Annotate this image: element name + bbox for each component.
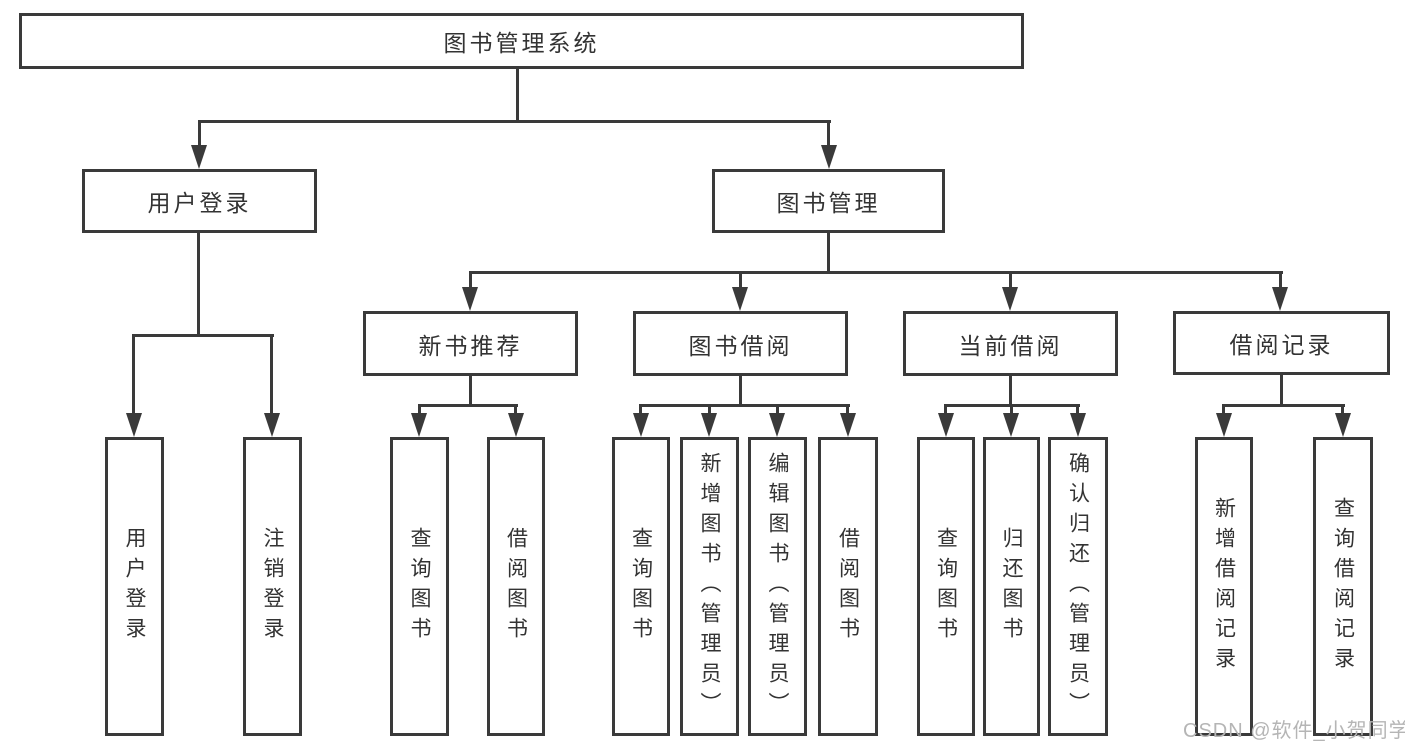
node-book-management: 图书管理: [712, 169, 945, 233]
leaf-edit-books-admin: 编辑图书（管理员）: [748, 437, 807, 736]
leaf-logout-label: 注销登录: [261, 526, 284, 647]
connector-line: [132, 334, 135, 415]
arrow-down-icon: [1003, 413, 1019, 437]
connector-line: [198, 120, 201, 147]
connector-line: [1341, 404, 1344, 415]
connector-line: [1010, 404, 1013, 415]
arrow-down-icon: [938, 413, 954, 437]
connector-line: [197, 233, 200, 337]
connector-line: [469, 375, 472, 406]
connector-line: [132, 334, 274, 337]
leaf-add-borrow-record: 新增借阅记录: [1195, 437, 1253, 736]
leaf-query-books-recommend-label: 查询图书: [408, 526, 431, 647]
csdn-watermark: CSDN @软件_小贺同学: [1183, 720, 1405, 742]
connector-line: [516, 69, 519, 122]
leaf-return-books-label: 归还图书: [1000, 526, 1023, 647]
arrow-down-icon: [701, 413, 717, 437]
arrow-down-icon: [633, 413, 649, 437]
leaf-query-books-borrowing: 查询图书: [612, 437, 670, 736]
node-book-borrowing: 图书借阅: [633, 311, 848, 376]
node-current-borrowing-label: 当前借阅: [958, 332, 1063, 359]
connector-line: [739, 375, 742, 406]
leaf-borrow-books-recommend-label: 借阅图书: [504, 526, 528, 647]
connector-line: [846, 404, 849, 415]
node-borrowing-records-label: 借阅记录: [1229, 332, 1334, 358]
connector-line: [1280, 374, 1283, 406]
arrow-down-icon: [821, 145, 837, 169]
node-root: 图书管理系统: [19, 13, 1024, 69]
connector-line: [827, 233, 830, 273]
connector-line: [639, 404, 850, 407]
connector-line: [1009, 375, 1012, 406]
leaf-query-books-current-label: 查询图书: [934, 526, 958, 647]
arrow-down-icon: [411, 413, 427, 437]
arrow-down-icon: [769, 413, 785, 437]
leaf-add-books-admin-label: 新增图书（管理员）: [698, 451, 721, 722]
connector-line: [639, 404, 642, 415]
connector-line: [418, 404, 421, 415]
arrow-down-icon: [1216, 413, 1232, 437]
arrow-down-icon: [191, 145, 207, 169]
leaf-query-borrow-record: 查询借阅记录: [1313, 437, 1373, 736]
arrow-down-icon: [264, 413, 280, 437]
leaf-confirm-return-admin: 确认归还（管理员）: [1048, 437, 1108, 736]
arrow-down-icon: [508, 413, 524, 437]
arrow-down-icon: [732, 287, 748, 311]
leaf-logout: 注销登录: [243, 437, 302, 736]
leaf-query-books-borrowing-label: 查询图书: [629, 526, 653, 647]
connector-line: [198, 120, 831, 123]
connector-line: [1222, 404, 1345, 407]
connector-line: [418, 404, 518, 407]
arrow-down-icon: [1272, 287, 1288, 311]
arrow-down-icon: [1070, 413, 1086, 437]
connector-line: [514, 404, 517, 415]
leaf-user-login: 用户登录: [105, 437, 164, 736]
connector-line: [739, 271, 742, 289]
leaf-add-borrow-record-label: 新增借阅记录: [1212, 496, 1236, 677]
connector-line: [1076, 404, 1079, 415]
node-book-management-label: 图书管理: [776, 190, 881, 216]
node-book-borrowing-label: 图书借阅: [688, 332, 793, 359]
connector-line: [708, 404, 711, 415]
connector-line: [469, 271, 472, 289]
leaf-add-books-admin: 新增图书（管理员）: [680, 437, 739, 736]
arrow-down-icon: [840, 413, 856, 437]
node-user-login-label: 用户登录: [147, 190, 252, 216]
node-new-book-recommend-label: 新书推荐: [418, 332, 523, 359]
connector-line: [1009, 271, 1012, 289]
leaf-confirm-return-admin-label: 确认归还（管理员）: [1066, 451, 1090, 722]
leaf-user-login-label: 用户登录: [123, 526, 146, 647]
leaf-query-borrow-record-label: 查询借阅记录: [1331, 496, 1355, 677]
connector-line: [1279, 271, 1282, 289]
node-current-borrowing: 当前借阅: [903, 311, 1118, 376]
leaf-query-books-current: 查询图书: [917, 437, 975, 736]
node-user-login: 用户登录: [82, 169, 317, 233]
connector-line: [944, 404, 947, 415]
leaf-borrow-books-label: 借阅图书: [836, 526, 860, 647]
node-borrowing-records: 借阅记录: [1173, 311, 1390, 375]
leaf-borrow-books-recommend: 借阅图书: [487, 437, 545, 736]
arrow-down-icon: [1335, 413, 1351, 437]
arrow-down-icon: [1002, 287, 1018, 311]
connector-line: [270, 334, 273, 415]
connector-line: [469, 271, 1283, 274]
leaf-return-books: 归还图书: [983, 437, 1040, 736]
connector-line: [776, 404, 779, 415]
leaf-query-books-recommend: 查询图书: [390, 437, 449, 736]
leaf-borrow-books: 借阅图书: [818, 437, 878, 736]
connector-line: [1222, 404, 1225, 415]
connector-line: [827, 120, 830, 147]
arrow-down-icon: [462, 287, 478, 311]
node-root-label: 图书管理系统: [443, 30, 600, 56]
arrow-down-icon: [126, 413, 142, 437]
leaf-edit-books-admin-label: 编辑图书（管理员）: [766, 451, 789, 722]
node-new-book-recommend: 新书推荐: [363, 311, 578, 376]
